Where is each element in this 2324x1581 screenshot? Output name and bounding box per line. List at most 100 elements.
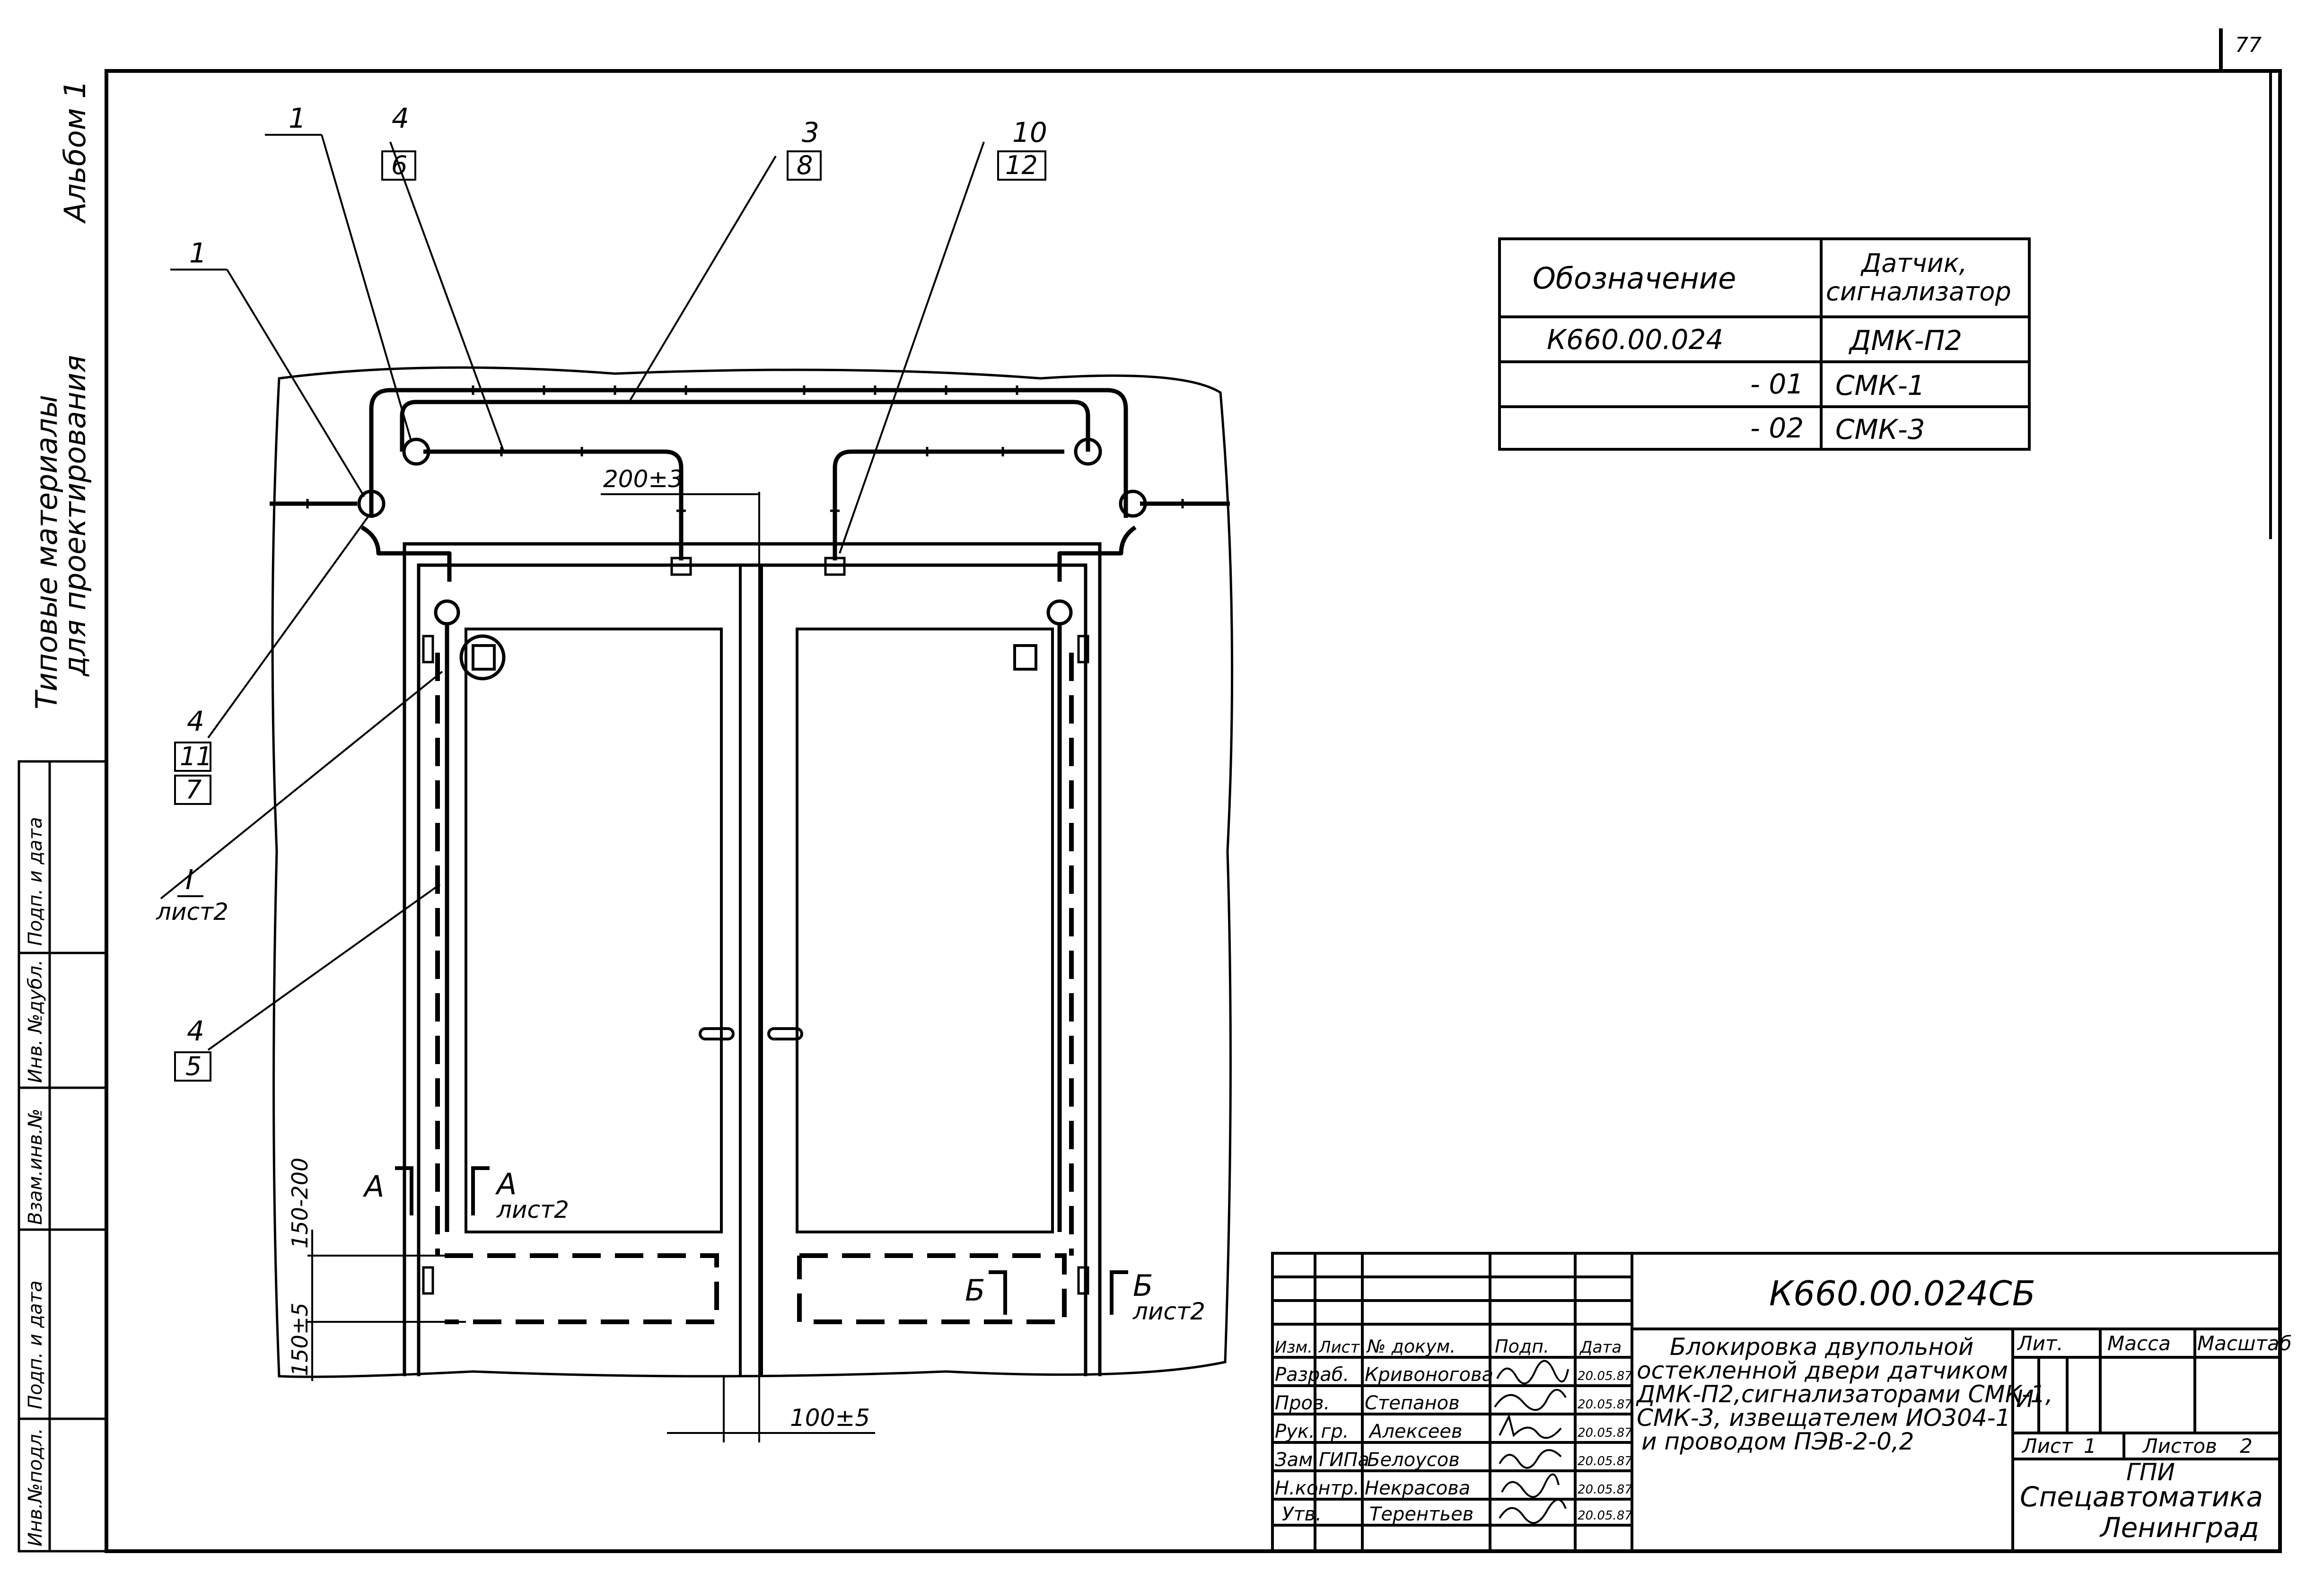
doc-code: К660.00.024СБ — [1769, 1274, 2035, 1313]
variants-row-3-designation: - 02 — [1750, 412, 1804, 444]
side-stamp — [18, 760, 108, 1553]
side-stamp-inv-original: Инв.№подл. — [25, 1428, 46, 1546]
wire-ticks — [306, 385, 1184, 512]
callout-box-11 — [174, 742, 211, 772]
col-header-date: Дата — [1579, 1338, 1622, 1357]
junction-boxes — [422, 557, 1089, 1295]
staff-date-4: 20.05.87 — [1578, 1454, 1632, 1468]
dimension-bottom: 100±5 — [790, 1404, 870, 1432]
sensor-left-outer — [357, 489, 386, 518]
staff-role-3: Рук. гр. — [1275, 1421, 1349, 1442]
sheets-label: Листов — [2142, 1434, 2217, 1458]
sensor-right-outer — [1119, 489, 1147, 518]
section-marks — [395, 1166, 1128, 1315]
callout-left-7: 7 — [185, 775, 202, 804]
staff-name-4: Белоусов — [1367, 1449, 1460, 1471]
staff-name-1: Кривоногова — [1365, 1364, 1493, 1386]
door-mullion — [739, 565, 763, 1376]
section-a-left: А — [362, 1169, 384, 1204]
callout-box-8 — [787, 150, 822, 181]
staff-name-2: Степанов — [1365, 1392, 1460, 1414]
callout-top-8: 8 — [797, 150, 813, 180]
staff-date-6: 20.05.87 — [1578, 1509, 1632, 1523]
leader-lines — [160, 134, 985, 1051]
lit-value: И — [2016, 1385, 2034, 1413]
callout-top-4: 4 — [392, 102, 409, 134]
variants-header-device-1: Датчик, — [1860, 248, 1967, 278]
callout-top-6: 6 — [391, 150, 407, 180]
callout-left-4: 4 — [187, 705, 204, 737]
lit-label: Лит. — [2017, 1332, 2063, 1355]
org-line-2: Спецавтоматика — [2020, 1481, 2263, 1513]
staff-role-1: Разраб. — [1275, 1364, 1349, 1386]
detector-right — [1013, 644, 1037, 671]
variants-header-device-2: сигнализатор — [1826, 277, 2011, 306]
staff-role-2: Пров. — [1275, 1392, 1330, 1414]
series-title-line2: для проектирования — [58, 355, 92, 677]
staff-date-1: 20.05.87 — [1578, 1369, 1632, 1383]
staff-date-5: 20.05.87 — [1578, 1483, 1632, 1497]
callout-left-1: 1 — [189, 237, 207, 269]
title-line-4: СМК-3, извещателем ИО304-1 — [1637, 1404, 2011, 1432]
detector-left — [472, 644, 496, 671]
side-stamp-replace-inv: Взам.инв.№ — [25, 1109, 46, 1225]
callout-box-12 — [997, 150, 1046, 181]
title-block-grid — [1271, 1252, 2281, 1553]
side-stamp-inv-duplicate: Инв. №дубл. — [25, 960, 46, 1083]
variants-table — [1498, 237, 2031, 451]
sheet-label: Лист — [2021, 1434, 2073, 1458]
signature-4 — [1499, 1449, 1562, 1469]
variants-row-2-device: СМК-1 — [1835, 369, 1925, 402]
section-b-right: Б — [1133, 1268, 1153, 1303]
variants-header-designation: Обозначение — [1533, 261, 1736, 296]
sensor-right-inner — [1074, 437, 1102, 466]
title-line-2: остекленной двери датчиком — [1637, 1357, 2008, 1384]
title-line-1: Блокировка двупольной — [1670, 1333, 1973, 1361]
org-line-1: ГПИ — [2126, 1459, 2175, 1486]
right-door-handle — [767, 1027, 803, 1040]
callout-mid-4: 4 — [187, 1015, 204, 1047]
col-header-sheet: Лист — [1318, 1338, 1360, 1357]
col-header-change: Изм. — [1275, 1338, 1313, 1357]
left-door-leaf — [465, 628, 723, 1233]
wiring — [270, 388, 1230, 1232]
staff-date-2: 20.05.87 — [1578, 1398, 1632, 1412]
signature-3 — [1499, 1414, 1562, 1439]
wall-outline — [271, 366, 1234, 1378]
signature-2 — [1494, 1389, 1567, 1411]
section-a-sheet: лист2 — [496, 1196, 569, 1223]
callout-section-I: I — [185, 864, 193, 896]
signature-6 — [1499, 1499, 1567, 1524]
staff-date-3: 20.05.87 — [1578, 1426, 1632, 1440]
staff-role-5: Н.контр. — [1275, 1477, 1359, 1499]
sensors — [357, 437, 1147, 681]
variants-row-2-designation: - 01 — [1750, 368, 1804, 400]
title-line-3: ДМК-П2,сигнализаторами СМК-1, — [1636, 1380, 2053, 1408]
section-b-sheet: лист2 — [1132, 1298, 1205, 1325]
sensor-right-lower — [1046, 599, 1073, 626]
col-header-doc-number: № докум. — [1366, 1336, 1456, 1357]
callout-mid-5: 5 — [185, 1051, 202, 1081]
org-line-3: Ленинград — [2099, 1511, 2259, 1544]
callout-box-7 — [174, 775, 211, 805]
hidden-wiring — [435, 653, 1074, 1324]
sensor-left-lower — [434, 599, 460, 626]
section-b-left: Б — [965, 1273, 985, 1308]
variants-row-3-device: СМК-3 — [1835, 413, 1925, 445]
section-a-right: А — [495, 1167, 517, 1201]
signature-1 — [1496, 1360, 1569, 1385]
callout-box-6 — [381, 150, 416, 181]
staff-name-5: Некрасова — [1365, 1477, 1470, 1499]
staff-name-6: Терентьев — [1369, 1503, 1473, 1525]
dimension-vertical-lower: 150±5 — [287, 1302, 313, 1376]
sensor-left-inner — [402, 437, 430, 466]
sheets-value: 2 — [2240, 1434, 2253, 1458]
callout-box-5 — [174, 1051, 211, 1082]
scale-label: Масштаб — [2197, 1332, 2292, 1355]
staff-role-6: Утв. — [1282, 1503, 1322, 1525]
staff-role-4: Зам.ГИПа — [1275, 1449, 1369, 1471]
variants-row-1-designation: К660.00.024 — [1547, 323, 1723, 356]
right-door-leaf — [796, 628, 1054, 1233]
callout-top-1: 1 — [289, 102, 306, 134]
